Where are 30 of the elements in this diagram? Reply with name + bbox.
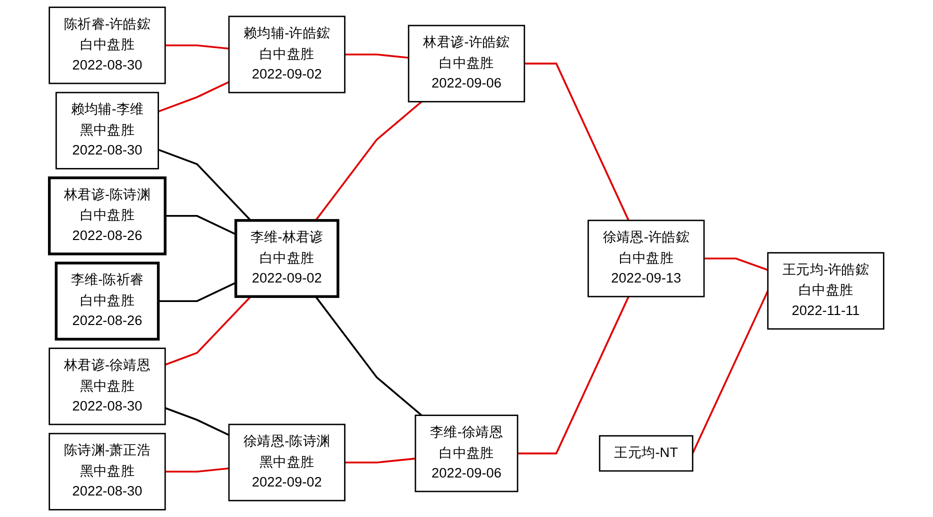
connector xyxy=(164,296,252,366)
node-box: 林君谚-许皓鋐 白中盘胜 2022-09-06 xyxy=(408,24,526,102)
node-box: 陈祈睿-许皓鋐 白中盘胜 2022-08-30 xyxy=(48,6,166,84)
connector xyxy=(344,54,409,59)
node-box: 陈诗渊-萧正浩 黑中盘胜 2022-08-30 xyxy=(48,432,166,510)
node-box: 赖均辅-李维 黑中盘胜 2022-08-30 xyxy=(56,92,159,170)
node-box: 李维-徐靖恩 白中盘胜 2022-09-06 xyxy=(414,414,518,492)
node-box: 李维-林君谚 白中盘胜 2022-09-02 xyxy=(234,219,340,298)
connector xyxy=(164,407,230,436)
node-box: 林君谚-徐靖恩 黑中盘胜 2022-08-30 xyxy=(48,348,166,426)
connector xyxy=(344,458,416,464)
connector xyxy=(165,214,236,236)
connector xyxy=(165,467,230,473)
connector xyxy=(158,81,230,112)
node-box: 徐靖恩-陈诗渊 黑中盘胜 2022-09-02 xyxy=(228,424,346,502)
connector xyxy=(158,282,236,302)
connector xyxy=(524,62,630,221)
node-box: 王元均-许皓鋐 白中盘胜 2022-11-11 xyxy=(767,252,884,330)
connector xyxy=(314,296,422,416)
node-box: 王元均-NT xyxy=(598,435,694,472)
node-box: 赖均辅-许皓鋐 白中盘胜 2022-09-02 xyxy=(228,16,346,94)
connector xyxy=(165,44,230,50)
connector xyxy=(518,296,630,454)
node-box: 徐靖恩-许皓鋐 白中盘胜 2022-09-13 xyxy=(588,220,705,298)
connector xyxy=(158,148,252,222)
node-box: 林君谚-陈诗渊 白中盘胜 2022-08-26 xyxy=(48,176,167,256)
connector xyxy=(692,290,769,454)
connector xyxy=(314,100,422,221)
connector xyxy=(704,258,768,271)
node-box: 李维-陈祈睿 白中盘胜 2022-08-26 xyxy=(54,262,160,341)
